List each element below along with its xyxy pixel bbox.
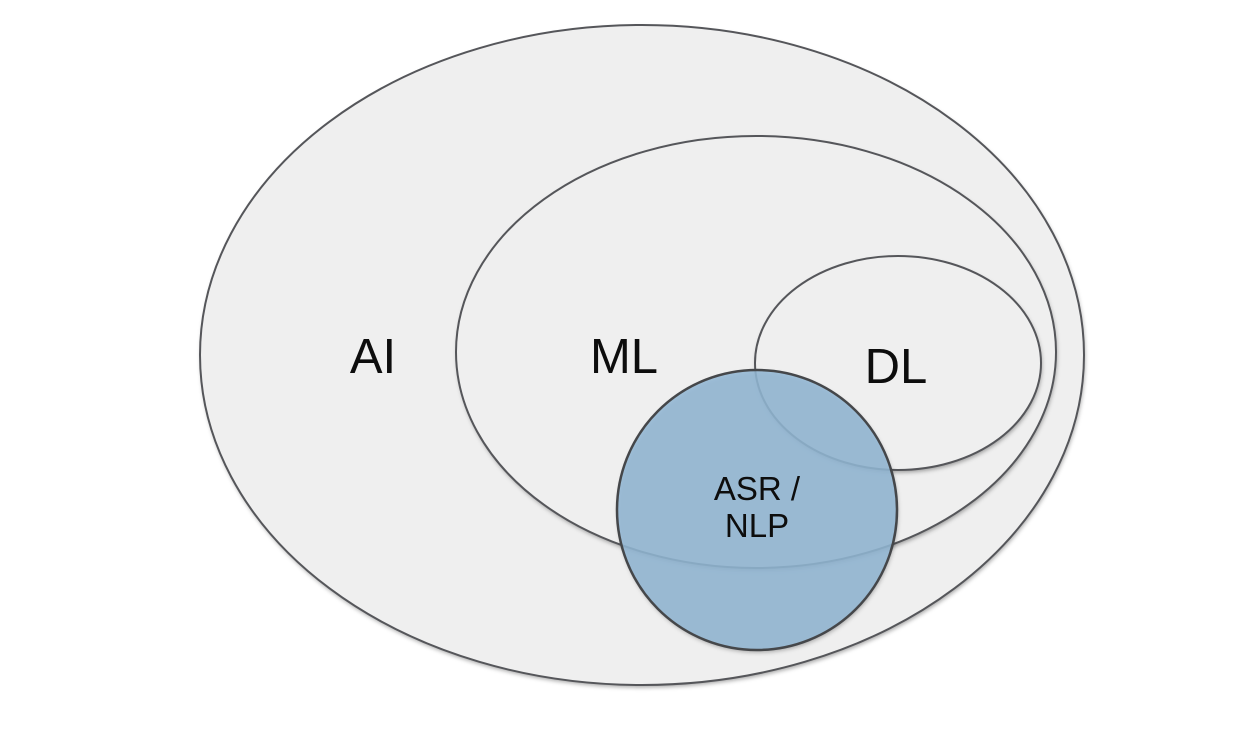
ai-set-outline: [199, 24, 1085, 686]
dl-set-outline: [754, 255, 1042, 471]
asr-nlp-highlight-outline: [615, 368, 899, 652]
ai-label: AI: [350, 330, 396, 384]
dl-label: DL: [865, 340, 928, 394]
asr-nlp-highlight-circle: [617, 370, 897, 650]
asr-nlp-label-line2: NLP: [725, 507, 789, 544]
ml-label: ML: [590, 330, 658, 384]
asr-nlp-label-line1: ASR /: [714, 470, 801, 507]
